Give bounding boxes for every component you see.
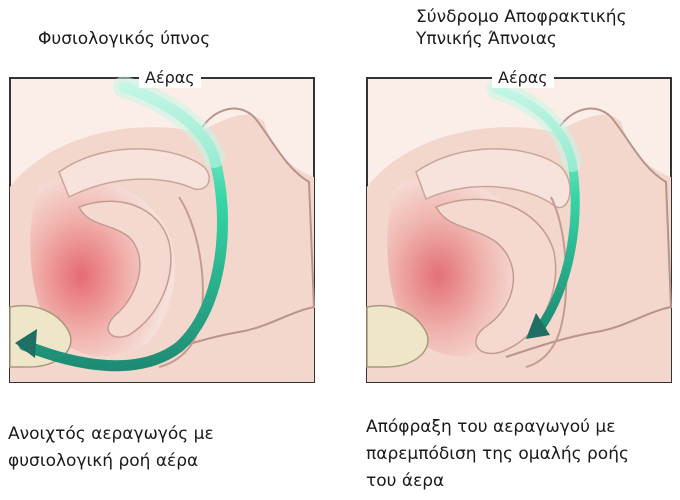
air-label: Αέρας <box>139 68 201 88</box>
illustration-obstructed-airway: Αέρας <box>366 77 672 383</box>
head-cross-section-blocked-airway <box>366 77 672 383</box>
panel-title-line: Υπνικής Άπνοιας <box>416 28 627 50</box>
panel-title-line: Σύνδρομο Αποφρακτικής <box>416 6 627 28</box>
caption-line: του άερα <box>366 468 629 495</box>
caption-line: φυσιολογική ροή αέρα <box>8 448 214 475</box>
caption-line: παρεμπόδιση της ομαλής ροής <box>366 441 629 468</box>
illustration-normal-airway: Αέρας <box>9 77 315 383</box>
panel-title-normal-sleep: Φυσιολογικός ύπνος <box>38 28 210 50</box>
air-label: Αέρας <box>492 68 554 88</box>
caption-line: Ανοιχτός αεραγωγός με <box>8 421 214 448</box>
panel-title-sleep-apnea: Σύνδρομο Αποφρακτικής Υπνικής Άπνοιας <box>416 6 627 50</box>
caption-obstructed-airway: Απόφραξη του αεραγωγού με παρεμπόδιση τη… <box>366 414 629 495</box>
caption-normal-airway: Ανοιχτός αεραγωγός με φυσιολογική ροή αέ… <box>8 421 214 475</box>
caption-line: Απόφραξη του αεραγωγού με <box>366 414 629 441</box>
head-cross-section-open-airway <box>9 77 315 383</box>
